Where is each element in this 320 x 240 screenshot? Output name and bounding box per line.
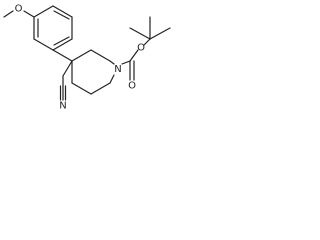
bond-quaternary-ch2 [62,60,73,77]
bond-pip-5 [90,82,111,95]
bond-tbu-methyl-right [149,27,171,40]
ester-oxygen-label: O [137,43,145,54]
bond-n-carbonyl [121,60,131,65]
cyanomethyl-group [59,60,73,101]
chemical-structure-diagram: O O O N N [3,4,171,112]
bond-aryl-5-inner [53,10,70,20]
piperidine-nitrogen-label: N [114,64,121,75]
bond-pip-1 [71,49,92,62]
bond-methyl-o [3,10,14,18]
bond-pip-2 [90,49,111,62]
carbonyl-oxygen-label: O [128,81,136,92]
bond-tbu-methyl-left [129,27,151,40]
bond-pip-6 [71,82,92,95]
bond-aryl-6 [33,5,54,18]
boc-group [121,16,171,81]
bond-carbonyl-ester-o [129,49,139,62]
piperidine-ring [71,49,115,95]
methoxy-oxygen-label: O [15,4,23,15]
bond-o-aryl [23,10,35,18]
bond-pip-4 [109,74,115,84]
nitrile-nitrogen-label: N [59,101,66,112]
bond-ester-o-tbu [143,38,151,46]
bond-aryl-2 [33,38,54,51]
bond-aryl-quaternary [52,49,73,62]
benzene-ring [33,5,73,51]
bond-aryl-5 [52,5,73,18]
bond-aryl-3 [52,38,73,51]
bond-pip-3 [109,60,115,65]
bond-aryl-3-inner [53,36,70,46]
methoxy-group [3,10,35,18]
